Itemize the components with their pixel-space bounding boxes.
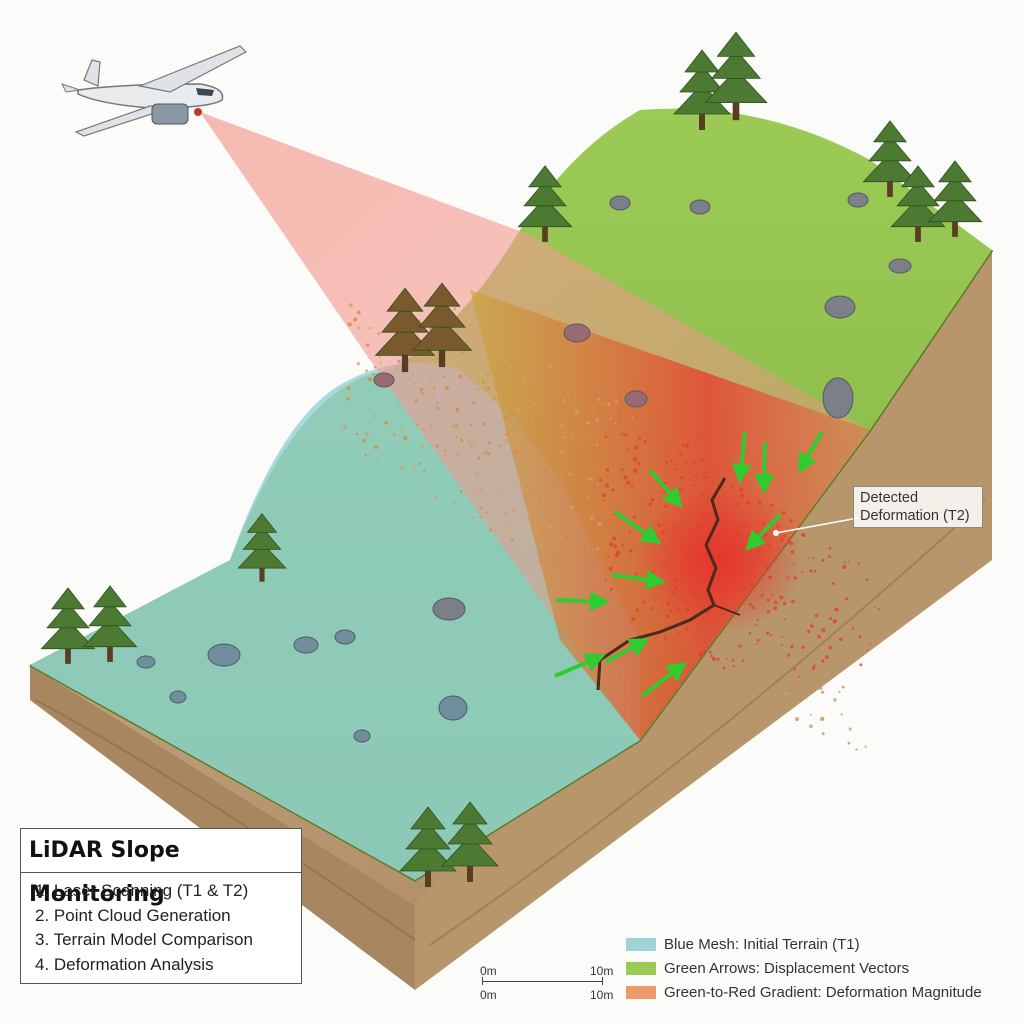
- process-step: 4. Deformation Analysis: [35, 954, 214, 974]
- boulder: [888, 258, 912, 274]
- tree: [237, 513, 287, 582]
- boulder: [353, 729, 371, 743]
- trees: [40, 31, 983, 887]
- ground-crack: [596, 477, 741, 691]
- scale-line: [482, 981, 602, 982]
- tree: [927, 160, 983, 237]
- displacement-arrow: [613, 510, 662, 545]
- tree: [40, 587, 96, 664]
- displacement-arrow: [555, 591, 610, 612]
- boulder: [334, 629, 356, 645]
- displacement-arrow: [605, 638, 650, 664]
- displacement-arrow: [648, 468, 683, 509]
- legend-swatch-green: [626, 961, 656, 975]
- displacement-vectors: [554, 430, 824, 698]
- scale-bottom-end: 10m: [590, 988, 614, 1002]
- displacement-arrow: [797, 430, 824, 474]
- displacement-arrow: [554, 653, 606, 678]
- legend-item: Blue Mesh: Initial Terrain (T1): [626, 932, 982, 956]
- boulder: [207, 643, 241, 667]
- displacement-arrow: [745, 513, 782, 551]
- boulder: [563, 323, 591, 343]
- legend-label: Blue Mesh: Initial Terrain (T1): [664, 935, 860, 953]
- legend: Blue Mesh: Initial Terrain (T1) Green Ar…: [626, 932, 982, 1004]
- diagram-title: LiDAR Slope Monitoring: [21, 829, 301, 907]
- legend-label: Green Arrows: Displacement Vectors: [664, 959, 910, 977]
- boulder: [689, 199, 711, 215]
- deformation-callout: Detected Deformation (T2): [853, 486, 983, 528]
- legend-item: Green-to-Red Gradient: Deformation Magni…: [626, 980, 982, 1004]
- legend-swatch-orange: [626, 985, 656, 999]
- tree: [82, 585, 138, 662]
- boulder: [624, 390, 648, 408]
- scale-top-start: 0m: [480, 964, 497, 978]
- process-step: 2. Point Cloud Generation: [35, 905, 231, 925]
- displacement-arrow: [611, 569, 666, 590]
- tree: [441, 801, 499, 882]
- tree: [862, 120, 918, 197]
- legend-swatch-blue: [626, 937, 656, 951]
- displacement-arrow: [731, 431, 752, 484]
- displacement-arrow: [640, 661, 688, 698]
- point-cloud: [342, 299, 881, 751]
- boulder: [609, 195, 631, 211]
- scale-bar: 0m 10m 0m 10m: [472, 964, 622, 1004]
- boulder: [373, 372, 395, 388]
- callout-leader: [773, 517, 859, 536]
- process-step: 3. Terrain Model Comparison: [35, 930, 253, 949]
- tree: [704, 31, 768, 121]
- boulders: [136, 192, 912, 743]
- boulder: [822, 377, 854, 419]
- legend-label: Green-to-Red Gradient: Deformation Magni…: [664, 983, 982, 1001]
- scale-tick: [482, 977, 483, 985]
- boulder: [293, 636, 319, 654]
- callout-line-2: Deformation (T2): [860, 508, 970, 524]
- boulder: [847, 192, 869, 208]
- scale-tick: [602, 977, 603, 985]
- tree: [517, 165, 573, 242]
- callout-line-1: Detected: [860, 490, 919, 506]
- process-step: 1. Laser Scanning (T1 & T2): [35, 881, 249, 900]
- boulder: [432, 597, 466, 621]
- tree: [399, 806, 457, 887]
- boulder: [136, 655, 156, 669]
- displacement-arrow: [754, 441, 775, 494]
- legend-item: Green Arrows: Displacement Vectors: [626, 956, 982, 980]
- scale-top-end: 10m: [590, 964, 614, 978]
- tree: [411, 282, 473, 368]
- boulder: [438, 695, 468, 721]
- tree: [673, 49, 731, 130]
- boulder: [169, 690, 187, 704]
- survey-aircraft: [61, 45, 248, 137]
- title-panel: LiDAR Slope Monitoring 1. Laser Scanning…: [20, 828, 302, 984]
- scale-bottom-start: 0m: [480, 988, 497, 1002]
- process-steps: 1. Laser Scanning (T1 & T2) 2. Point Clo…: [35, 879, 253, 977]
- boulder: [824, 295, 856, 319]
